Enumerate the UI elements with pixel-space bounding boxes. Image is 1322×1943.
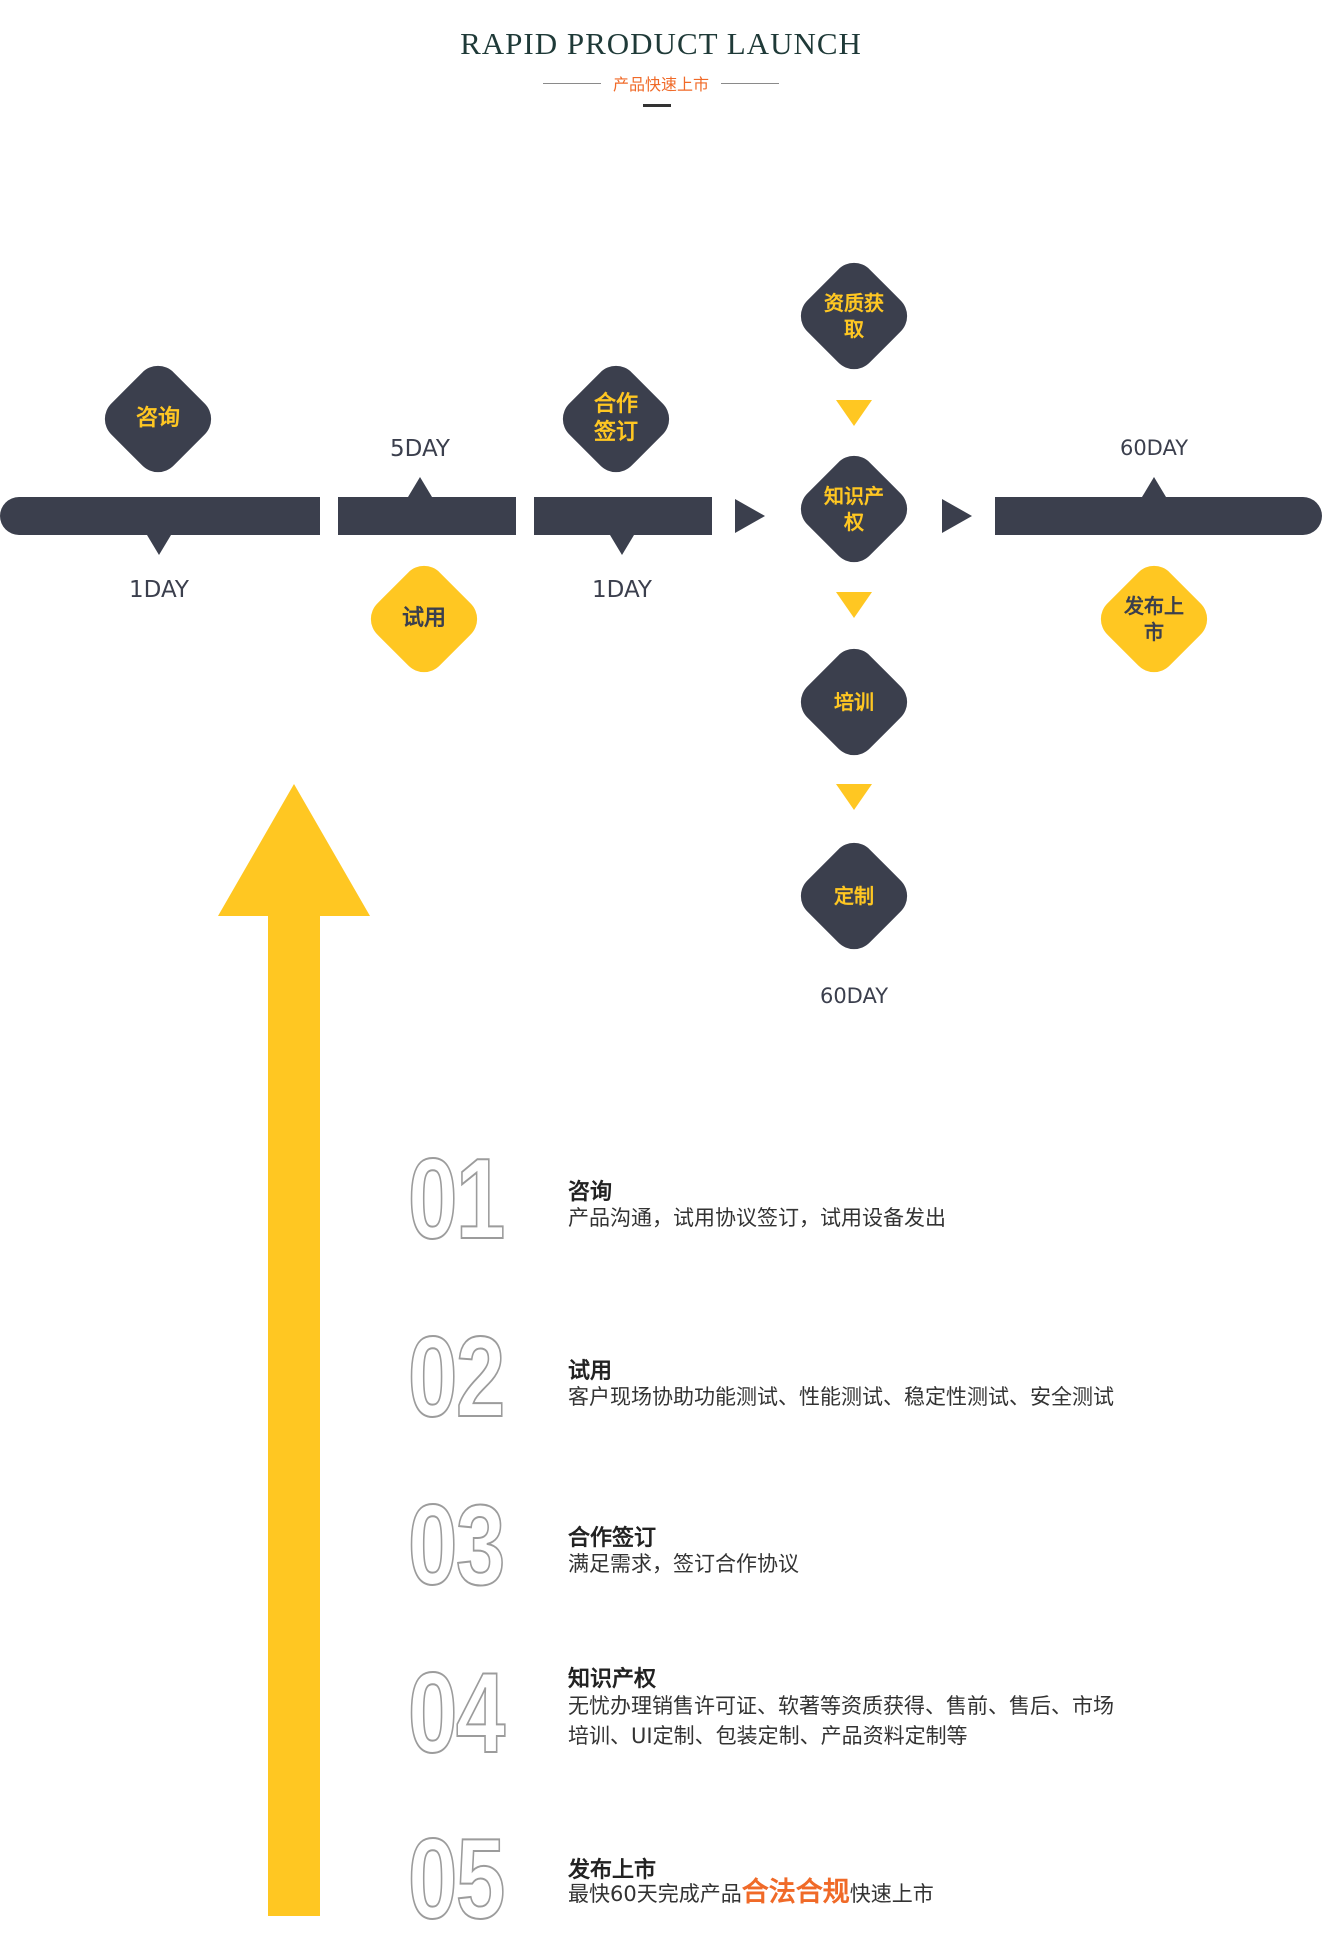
arrow-down-icon bbox=[836, 784, 872, 810]
node-consult: 咨询 bbox=[95, 356, 221, 482]
node-label: 培训 bbox=[834, 690, 874, 714]
subtitle-rule-left bbox=[542, 82, 601, 84]
timeline-bar-4 bbox=[995, 497, 1322, 535]
step-title: 咨询 bbox=[568, 1180, 613, 1205]
node-trial: 试用 bbox=[361, 556, 487, 682]
arrow-right-icon bbox=[735, 499, 765, 533]
day-label-contract: 1DAY bbox=[592, 577, 652, 603]
pointer-down-consult bbox=[147, 535, 171, 555]
step-desc: 最快60天完成产品合法合规快速上市 bbox=[568, 1878, 1288, 1909]
step-number: 02 bbox=[407, 1314, 506, 1441]
day-label-consult: 1DAY bbox=[129, 577, 189, 603]
node-label: 试用 bbox=[401, 606, 446, 631]
step-desc-line1: 无忧办理销售许可证、软著等资质获得、售前、售后、市场 bbox=[568, 1694, 1114, 1718]
arrow-down-icon bbox=[836, 592, 872, 618]
step-title: 发布上市 bbox=[568, 1858, 657, 1883]
step-number: 05 bbox=[407, 1816, 506, 1943]
pointer-up-release bbox=[1142, 477, 1166, 497]
subtitle-row: 产品快速上市 bbox=[0, 72, 1322, 94]
arrow-right-icon bbox=[942, 499, 972, 533]
node-label: 合作签订 bbox=[593, 392, 638, 445]
step-desc: 满足需求，签订合作协议 bbox=[568, 1552, 799, 1576]
node-ip: 知识产权 bbox=[791, 446, 917, 572]
arrow-down-icon bbox=[836, 400, 872, 426]
title-underline bbox=[643, 104, 671, 107]
step-desc-highlight: 合法合规 bbox=[741, 1877, 850, 1908]
node-custom: 定制 bbox=[791, 833, 917, 959]
day-label-custom: 60DAY bbox=[819, 984, 889, 1008]
node-label: 知识产权 bbox=[824, 484, 884, 534]
step-desc-pre: 最快60天完成产品 bbox=[568, 1882, 742, 1906]
node-qualification: 资质获取 bbox=[791, 253, 917, 379]
node-contract: 合作签订 bbox=[553, 356, 679, 482]
node-label: 资质获取 bbox=[824, 291, 884, 341]
pointer-down-contract bbox=[610, 535, 634, 555]
timeline-bar-2 bbox=[338, 497, 516, 535]
big-arrow-head bbox=[218, 784, 370, 916]
node-training: 培训 bbox=[791, 639, 917, 765]
pointer-up-trial bbox=[408, 477, 432, 497]
step-desc: 产品沟通，试用协议签订，试用设备发出 bbox=[568, 1206, 946, 1230]
step-number: 03 bbox=[407, 1482, 506, 1609]
step-desc-post: 快速上市 bbox=[849, 1882, 934, 1906]
step-number: 04 bbox=[407, 1650, 506, 1777]
node-release: 发布上市 bbox=[1091, 556, 1217, 682]
timeline-bar-3 bbox=[534, 497, 712, 535]
step-number: 01 bbox=[407, 1136, 506, 1263]
page-subtitle: 产品快速上市 bbox=[612, 75, 709, 94]
timeline-bar-1 bbox=[0, 497, 320, 535]
step-desc-line2: 培训、UI定制、包装定制、产品资料定制等 bbox=[568, 1724, 968, 1748]
day-label-release: 60DAY bbox=[1119, 436, 1189, 460]
node-label: 发布上市 bbox=[1124, 594, 1184, 644]
subtitle-rule-right bbox=[721, 82, 779, 84]
step-title: 知识产权 bbox=[568, 1667, 657, 1692]
node-label: 咨询 bbox=[135, 406, 180, 431]
step-title: 合作签订 bbox=[568, 1526, 657, 1551]
day-label-trial: 5DAY bbox=[390, 436, 450, 462]
page-title: RAPID PRODUCT LAUNCH bbox=[460, 26, 862, 61]
step-desc: 客户现场协助功能测试、性能测试、稳定性测试、安全测试 bbox=[568, 1385, 1114, 1409]
step-title: 试用 bbox=[568, 1359, 613, 1384]
node-label: 定制 bbox=[834, 884, 874, 908]
big-arrow-shaft bbox=[268, 914, 320, 1916]
